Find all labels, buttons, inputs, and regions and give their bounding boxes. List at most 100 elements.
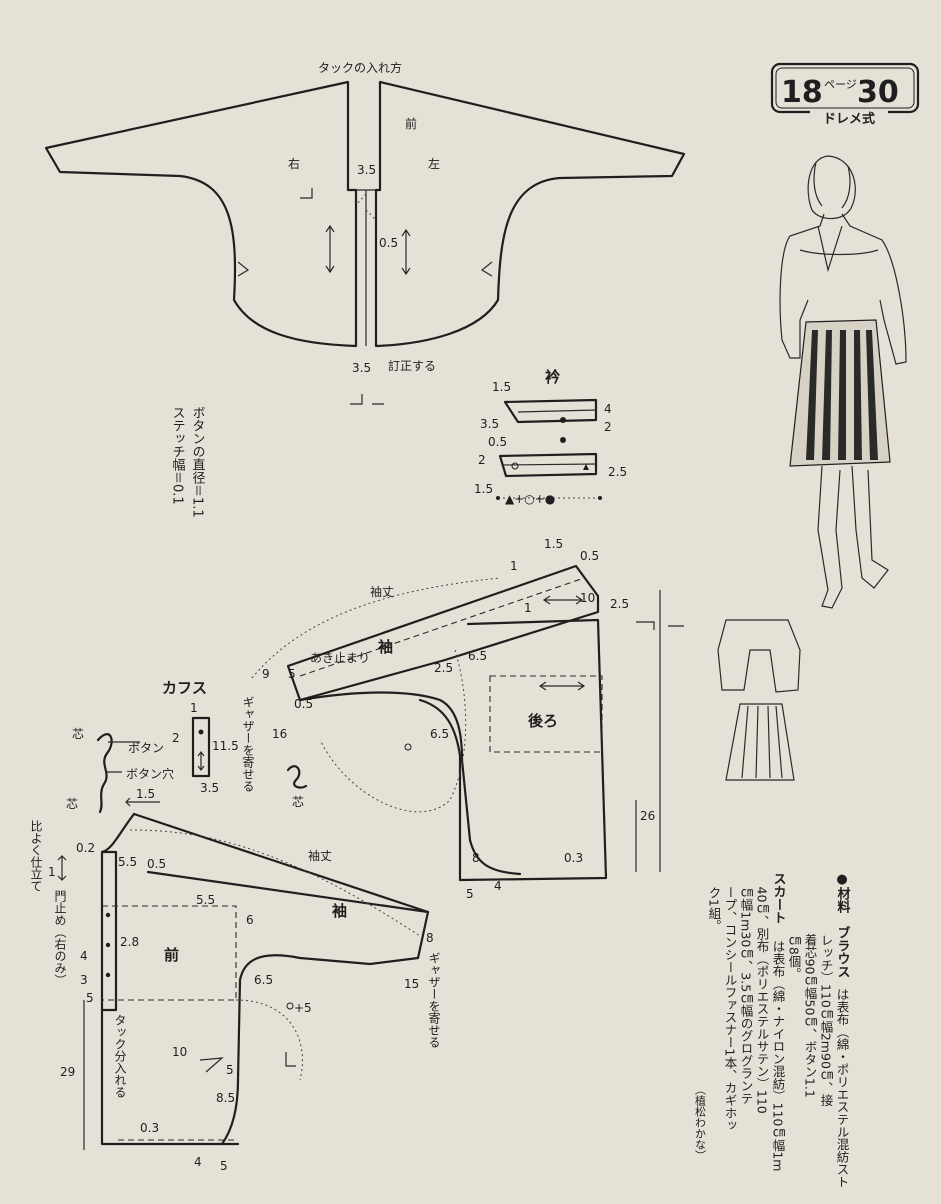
back-m-3: 10 (580, 591, 595, 605)
front-m-15: 10 (172, 1045, 187, 1059)
front-sleeve-length: 袖丈 (308, 848, 332, 863)
skirt-pleats-icon (806, 330, 878, 460)
back-m-11: 16 (272, 727, 287, 741)
button-note-line2: ステッチ幅＝0.1 (170, 406, 186, 505)
front-m-8: 3 (80, 973, 88, 987)
grain-arrow-icon (542, 595, 584, 605)
model-illustration (717, 155, 907, 781)
front-gather: ギャザーを寄せる (427, 952, 441, 1048)
materials-skirt-text: は表布（綿・ナイロン混紡）110㎝幅1m40㎝、別布（ポリエステルサテン）110… (707, 886, 786, 1172)
front-placket-note: 門止め（右のみ） (53, 890, 67, 986)
tuck-title: タックの入れ方 (318, 60, 402, 75)
front-m-6: 2.8 (120, 935, 139, 949)
cuffs-m-3: 3.5 (200, 781, 219, 795)
back-m-0: 1.5 (544, 537, 563, 551)
collar-m-4: 0.5 (488, 435, 507, 449)
back-slit-stop: あき止まり (310, 651, 370, 665)
back-m-10: 6.5 (468, 649, 487, 663)
materials-heading: ●材料 (835, 872, 851, 914)
front-m-18: 0.3 (140, 1121, 159, 1135)
front-m-12: 15 (404, 977, 419, 991)
page-badge: 18 ページ 30 ドレメ式 (770, 62, 920, 127)
grain-arrow-icon (197, 751, 205, 771)
cuffs-title: カフス (162, 679, 207, 697)
back-m-14: 8 (472, 851, 480, 865)
tuck-label-front: 前 (405, 116, 417, 131)
front-finish-note: 比よく仕立て (29, 820, 43, 892)
front-m-2: 0.5 (147, 857, 166, 871)
back-m-7: 5 (288, 667, 296, 681)
collar-m-5: 2 (478, 453, 486, 467)
badge-right: 30 (857, 75, 899, 110)
front-sleeve-label: 袖 (332, 902, 347, 920)
back-sleeve-pattern: 袖丈 袖 あき止まり 後ろ ギャザーを寄せる 1.5 0.5 1 10 2.5 … (241, 537, 684, 901)
front-tuck-note: タック分入れる (113, 1014, 127, 1098)
grain-arrow-icon (401, 228, 411, 276)
front-m-17: 8.5 (216, 1091, 235, 1105)
collar-title: 衿 (545, 368, 560, 386)
cuffs-interfacing-bottom: 芯 (66, 797, 78, 811)
badge-caption: ドレメ式 (823, 111, 875, 127)
front-m-5: 6 (246, 913, 254, 927)
collar-m-2: 4 (604, 402, 612, 416)
tuck-label-left: 左 (428, 156, 440, 171)
cuffs-interfacing-mid: 芯 (292, 795, 304, 809)
grain-arrow-icon (325, 224, 335, 274)
collar-m-6: 2.5 (608, 465, 627, 479)
back-m-12: 6.5 (430, 727, 449, 741)
cuffs-m-2: 11.5 (212, 739, 239, 753)
back-m-2: 1 (510, 559, 518, 573)
front-label: 前 (164, 946, 179, 964)
back-m-17: 4 (494, 879, 502, 893)
collar-m-0: 1.5 (492, 380, 511, 394)
cuffs-interfacing-top: 芯 (72, 727, 84, 741)
front-m-9: 5 (86, 991, 94, 1005)
back-m-4: 2.5 (610, 597, 629, 611)
button-note-line1: ボタンの直径＝1.1 (190, 406, 206, 518)
front-m-0: 0.2 (76, 841, 95, 855)
back-m-15: 0.3 (564, 851, 583, 865)
front-m-7: 4 (80, 949, 88, 963)
back-m-6: 9 (262, 667, 270, 681)
back-m-5: 1 (524, 601, 532, 615)
front-m-1: 5.5 (118, 855, 137, 869)
back-gather: ギャザーを寄せる (241, 696, 255, 792)
back-m-9: 2.5 (434, 661, 453, 675)
back-m-13: 26 (640, 809, 655, 823)
collar-legend: ▲+○+● (505, 492, 555, 506)
materials-credit: （植松わかな） (694, 1084, 707, 1161)
back-sleeve-length: 袖丈 (370, 584, 394, 599)
cuffs-m-1: 2 (172, 731, 180, 745)
back-m-8: 0.5 (294, 697, 313, 711)
cuffs-button: ボタン (128, 741, 164, 755)
tuck-m-top: 3.5 (357, 163, 376, 177)
front-m-11: 8 (426, 931, 434, 945)
front-m-10: 6.5 (254, 973, 273, 987)
button-note: ボタンの直径＝1.1 ステッチ幅＝0.1 (170, 406, 206, 518)
cuffs-pattern: カフス 1 2 11.5 3.5 芯 ボタン ボタン穴 芯 芯 1.5 (66, 679, 308, 814)
front-m-13: +5 (294, 1001, 312, 1015)
badge-middle: ページ (824, 78, 857, 91)
front-m-20: 5 (220, 1159, 228, 1173)
materials-blouse-label: ブラウス (835, 925, 850, 978)
tuck-pattern: タックの入れ方 前 右 左 3.5 0.5 3.5 訂正する (44, 60, 686, 405)
collar-pattern: 衿 1.5 3.5 4 2 0.5 2 2.5 1.5 ▲+○+● (474, 368, 627, 506)
back-m-16: 5 (466, 887, 474, 901)
front-m-14: 29 (60, 1065, 75, 1079)
front-m-19: 4 (194, 1155, 202, 1169)
materials-skirt-label: スカート (771, 872, 786, 924)
cuffs-m-15: 1.5 (136, 787, 155, 801)
cuffs-m-0: 1 (190, 701, 198, 715)
back-m-1: 0.5 (580, 549, 599, 563)
tuck-m-05: 0.5 (379, 236, 398, 250)
collar-m-3: 2 (604, 420, 612, 434)
front-m-16: 5 (226, 1063, 234, 1077)
collar-m-1: 3.5 (480, 417, 499, 431)
materials-block: ●材料 ブラウス は表布（綿・ポリエステル混紡ストレッチ）110㎝幅2m90㎝、… (694, 872, 851, 1188)
front-m-4: 5.5 (196, 893, 215, 907)
materials-blouse-text: は表布（綿・ポリエステル混紡ストレッチ）110㎝幅2m90㎝、接着芯90㎝幅50… (787, 933, 850, 1188)
badge-left: 18 (781, 75, 823, 110)
front-pattern: 袖丈 袖 前 ギャザーを寄せる 門止め（右のみ） 比よく仕立て タック分入れる … (29, 812, 441, 1173)
